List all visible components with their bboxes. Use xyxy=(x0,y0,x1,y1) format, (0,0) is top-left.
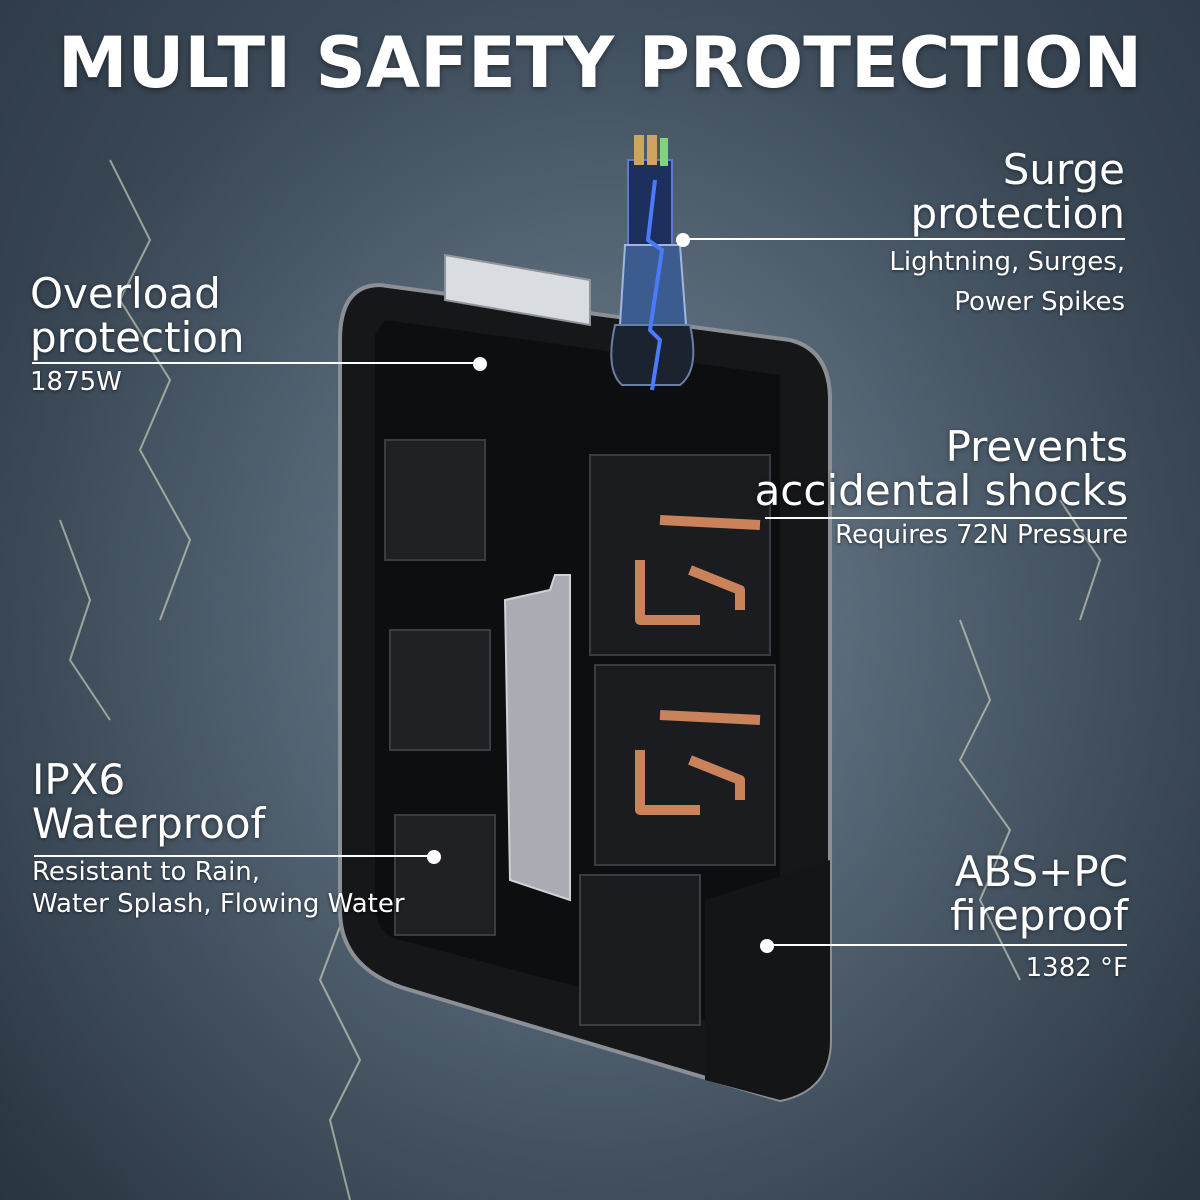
indicator-light xyxy=(444,253,591,327)
feature-surge-protection: Surge protection Lightning, Surges, Powe… xyxy=(889,148,1125,322)
lightning-bolts xyxy=(59,159,1102,1200)
page-title: MULTI SAFETY PROTECTION xyxy=(57,22,1143,104)
cable-boot xyxy=(610,324,695,386)
overload-detail-1: 1875W xyxy=(30,367,122,397)
bottom-block xyxy=(705,860,830,1100)
surge-detail-1: Lightning, Surges, xyxy=(889,247,1125,277)
feature-overload-protection: Overload protection 1875W xyxy=(30,272,245,402)
surge-callout-dot xyxy=(676,233,690,247)
lightning-icon xyxy=(645,179,665,391)
shock-detail-1: Requires 72N Pressure xyxy=(835,520,1128,550)
left-outlets xyxy=(384,439,496,936)
fireproof-heading-1: ABS+PC xyxy=(954,847,1128,896)
surge-callout-line xyxy=(683,238,1125,240)
feature-ipx6-waterproof: IPX6 Waterproof Resistant to Rain, Water… xyxy=(32,758,405,920)
fireproof-callout-dot xyxy=(760,939,774,953)
waterproof-heading-1: IPX6 xyxy=(32,755,126,804)
copper-contacts xyxy=(635,515,761,815)
feature-prevents-shocks: Prevents accidental shocks Requires 72N … xyxy=(755,425,1128,555)
shock-heading-2: accidental shocks xyxy=(754,466,1128,515)
shock-heading-1: Prevents xyxy=(945,422,1128,471)
overload-heading-2: protection xyxy=(30,313,245,362)
fireproof-heading-2: fireproof xyxy=(950,891,1128,940)
feature-abs-pc-fireproof: ABS+PC fireproof 1382 °F xyxy=(950,850,1128,988)
fireproof-callout-line xyxy=(767,944,1127,946)
overload-callout-dot xyxy=(473,357,487,371)
waterproof-callout-line xyxy=(34,855,434,857)
waterproof-detail-2: Water Splash, Flowing Water xyxy=(32,889,405,919)
surge-detail-2: Power Spikes xyxy=(954,287,1125,317)
waterproof-detail-1: Resistant to Rain, xyxy=(32,857,261,887)
surge-heading-1: Surge xyxy=(1002,145,1125,194)
overload-heading-1: Overload xyxy=(30,269,221,318)
overload-callout-line xyxy=(32,362,480,364)
waterproof-heading-2: Waterproof xyxy=(32,799,266,848)
wires xyxy=(634,135,668,166)
surge-heading-2: protection xyxy=(910,189,1125,238)
waterproof-callout-dot xyxy=(427,850,441,864)
fireproof-detail-1: 1382 °F xyxy=(1025,953,1128,983)
shock-callout-line xyxy=(765,517,1127,519)
metal-plate xyxy=(503,574,571,902)
